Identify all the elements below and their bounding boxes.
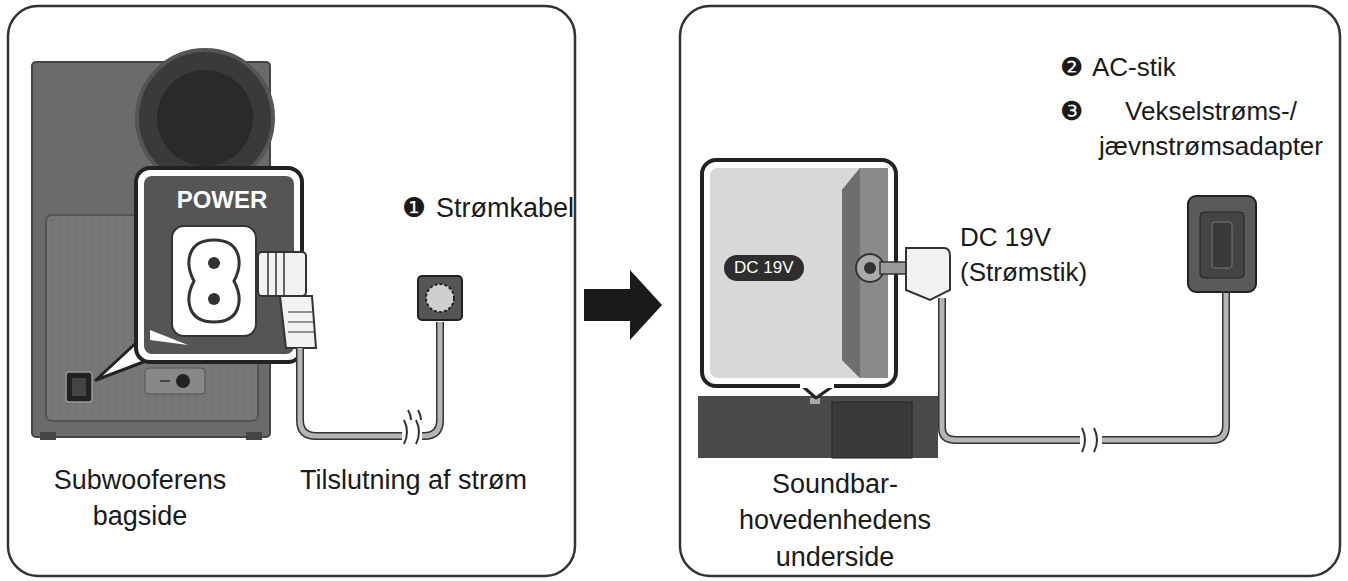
caption-label: Soundbar-hovedenhedens underside [690, 466, 980, 575]
part-label: POWER [162, 184, 282, 216]
caption-label: Tilslutning af strøm [300, 462, 560, 498]
part-label: Strømkabel [436, 190, 574, 226]
part-label: DC 19V (Strømstik) [960, 220, 1130, 290]
part-label: Vekselstrøms-/ jævnstrømsadapter [1084, 94, 1338, 164]
port-badge: DC 19V [724, 255, 804, 281]
part-label: AC-stik [1092, 50, 1176, 85]
callout-number: ❷ [1060, 50, 1083, 85]
caption-label: Subwooferens bagside [40, 462, 240, 535]
callout-number: ❸ [1060, 94, 1083, 129]
callout-number: ❶ [402, 190, 426, 226]
